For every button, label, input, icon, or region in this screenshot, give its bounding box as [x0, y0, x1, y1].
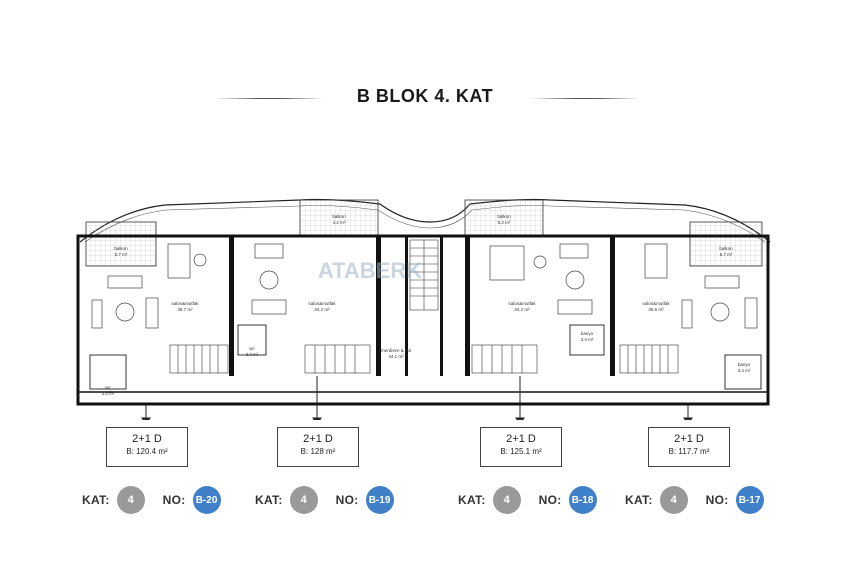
unit-arrows	[141, 376, 693, 420]
unit-stairs	[169, 344, 679, 374]
room-area-12: 36.6 m²	[648, 307, 664, 312]
room-area-2: 36.7 m²	[177, 307, 193, 312]
room-area-3: 3.4 m²	[102, 391, 115, 396]
room-area-5: 34.2 m²	[314, 307, 330, 312]
room-name-3: wc	[105, 385, 111, 390]
wc-2	[237, 324, 267, 356]
room-area-9: 34.2 m²	[514, 307, 530, 312]
balcony-tile-2	[299, 199, 379, 237]
room-area-4: 4.2 m²	[333, 220, 346, 225]
floor-badge: 4	[116, 486, 145, 514]
unit-number-badge: B-19	[365, 486, 394, 514]
unit-box-b20: 2+1 D B: 120.4 m²	[106, 427, 188, 467]
room-name-4: balkon	[332, 214, 346, 219]
room-area-8: 5.2 m²	[498, 220, 511, 225]
banyo-3	[569, 324, 605, 356]
unit-number-badge: B-20	[192, 486, 221, 514]
wall-3	[465, 236, 470, 376]
room-area-10: 3.4 m²	[581, 337, 594, 342]
unit-number-badge: B-17	[735, 486, 764, 514]
room-name-13: banyo	[738, 362, 751, 367]
unit-type: 2+1 D	[674, 433, 704, 445]
unit-area: B: 125.1 m²	[500, 447, 542, 456]
wc-1	[89, 354, 127, 390]
roof-outline	[79, 198, 771, 243]
room-area-1: 5.7 m²	[115, 252, 128, 257]
banyo-4	[724, 354, 762, 390]
room-name-10: banyo	[581, 331, 594, 336]
core-wall-r	[440, 236, 443, 376]
title-rule-left	[215, 98, 325, 99]
floor-badge: 4	[492, 486, 521, 514]
unit-type: 2+1 D	[303, 433, 333, 445]
no-label: NO:	[538, 493, 562, 507]
unit-label-row-b18: KAT: 4 NO: B-18	[458, 486, 597, 514]
unit-area: B: 120.4 m²	[126, 447, 168, 456]
unit-type: 2+1 D	[506, 433, 536, 445]
room-name-6: wc	[249, 346, 255, 351]
unit-box-b17: 2+1 D B: 117.7 m²	[648, 427, 730, 467]
floor-badge: 4	[659, 486, 688, 514]
room-name-11: balkon	[719, 246, 733, 251]
balcony-tile-4	[689, 221, 763, 267]
furniture	[91, 243, 758, 329]
room-name-12: salon&mutfak	[642, 301, 670, 306]
room-area-13: 3.4 m²	[738, 368, 751, 373]
room-name-9: salon&mutfak	[508, 301, 536, 306]
unit-label-row-b19: KAT: 4 NO: B-19	[255, 486, 394, 514]
floor-badge: 4	[289, 486, 318, 514]
room-area-6: 3.4 m²	[246, 352, 259, 357]
unit-area: B: 128 m²	[300, 447, 336, 456]
unit-area: B: 117.7 m²	[668, 447, 710, 456]
room-name-1: balkon	[114, 246, 128, 251]
outer-wall	[76, 234, 770, 406]
central-stairs	[409, 239, 439, 311]
unit-box-b19: 2+1 D B: 128 m²	[277, 427, 359, 467]
floor-plan: balkon 5.7 m² salon&mutfak 36.7 m² wc 3.…	[76, 198, 771, 420]
kat-label: KAT:	[255, 493, 283, 507]
room-name-7: merdiven & hol	[381, 348, 411, 353]
title-bar: B BLOK 4. KAT	[0, 84, 850, 114]
wall-2	[376, 236, 381, 376]
no-label: NO:	[705, 493, 729, 507]
balcony-tile-3	[464, 199, 544, 237]
watermark: ATABERK	[318, 258, 422, 283]
kat-label: KAT:	[458, 493, 486, 507]
room-name-5: salon&mutfak	[308, 301, 336, 306]
no-label: NO:	[335, 493, 359, 507]
page-title: B BLOK 4. KAT	[356, 86, 494, 106]
unit-number-badge: B-18	[568, 486, 597, 514]
kat-label: KAT:	[625, 493, 653, 507]
room-name-8: balkon	[497, 214, 511, 219]
room-area-7: 44.1 m²	[388, 354, 404, 359]
no-label: NO:	[162, 493, 186, 507]
wall-4	[610, 236, 615, 376]
unit-label-row-b17: KAT: 4 NO: B-17	[625, 486, 764, 514]
title-rule-right	[530, 98, 640, 99]
core-wall-l	[405, 236, 408, 376]
wall-1	[229, 236, 234, 376]
roof-inner	[84, 205, 766, 243]
unit-box-b18: 2+1 D B: 125.1 m²	[480, 427, 562, 467]
unit-label-row-b20: KAT: 4 NO: B-20	[82, 486, 221, 514]
unit-type: 2+1 D	[132, 433, 162, 445]
kat-label: KAT:	[82, 493, 110, 507]
balcony-tile-1	[85, 221, 157, 267]
room-name-2: salon&mutfak	[171, 301, 199, 306]
room-area-11: 5.7 m²	[720, 252, 733, 257]
